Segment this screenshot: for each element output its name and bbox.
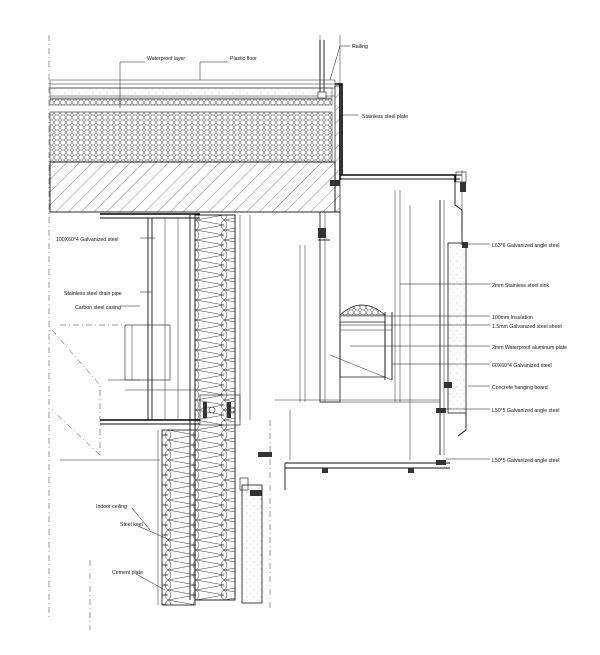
- label-waterproof-layer: Waterproof layer: [147, 56, 185, 62]
- label-galvanized-60x60: 60X60*4 Galvanized steel: [492, 363, 552, 369]
- label-cement-plate: Cement plate: [112, 570, 143, 576]
- sink-box: [275, 190, 440, 460]
- label-galvanized-100x60: 100X60*4 Galvanized steel: [56, 237, 119, 243]
- label-sink: 2mm Stainless steel sink: [492, 283, 549, 289]
- label-carbon-casing: Carbon steel casing: [75, 305, 121, 311]
- label-steel-sheet: 1.5mm Galvanized steel sheet: [492, 324, 562, 330]
- label-angle-l63: L63*6 Galvanized angle steel: [492, 243, 560, 249]
- steel-frame-left: [51, 213, 200, 461]
- labels: Railing Waterproof layer Plastic floor S…: [56, 44, 567, 576]
- bolt-details: [199, 180, 468, 496]
- label-stainless-plate: Stainless steel plate: [362, 114, 408, 120]
- label-aluminum-plate: 2mm Waterproof aluminum plate: [492, 345, 567, 351]
- label-railing: Railing: [352, 44, 368, 50]
- label-angle-l50-lower: L50*5 Galvanized angle steel: [492, 458, 560, 464]
- floor-slab: [49, 79, 341, 213]
- label-steel-keel: Steel keel: [120, 522, 143, 528]
- concrete-hanging-board: [284, 182, 467, 490]
- label-angle-l50-upper: L50*5 Galvanized angle steel: [492, 408, 560, 414]
- leader-lines: [119, 45, 490, 591]
- label-plastic-floor: Plastic floor: [230, 56, 257, 62]
- railing: [317, 40, 327, 99]
- label-indoor-ceiling: Indoor ceiling: [96, 504, 127, 510]
- label-hanging-board: Concrete hanging board: [492, 385, 548, 391]
- lower-column: [239, 477, 263, 604]
- stainless-plate: [335, 83, 467, 230]
- label-insulation: 100mm Insulation: [492, 315, 533, 321]
- label-drain-pipe: Stainless steel drain pipe: [64, 291, 122, 297]
